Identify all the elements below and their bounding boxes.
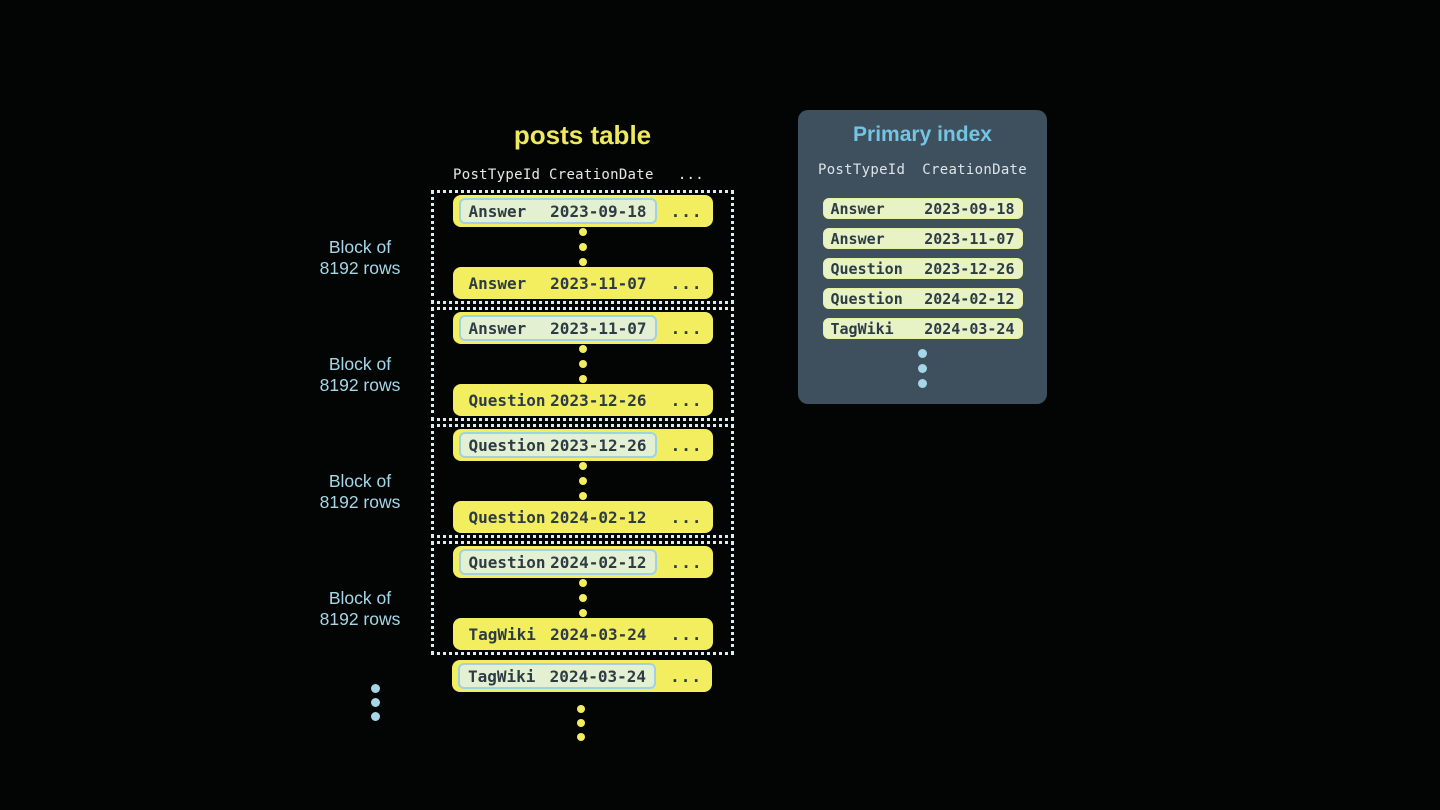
cell-posttypeid: TagWiki: [468, 624, 536, 644]
vertical-ellipsis-dots: [577, 705, 585, 741]
cell-creationdate: 2023-09-18: [924, 199, 1015, 218]
cell-posttypeid: Question: [468, 507, 546, 527]
posts-block-4: Question 2024-02-12 ... TagWiki 2024-03-…: [431, 541, 734, 655]
cell-creationdate: 2024-03-24: [549, 666, 646, 686]
row-highlight: Question 2023-12-26: [458, 432, 657, 458]
cell-posttypeid: Answer: [830, 229, 885, 248]
index-row: Question 2023-12-26: [822, 258, 1023, 279]
posts-table-column-headers: PostTypeId CreationDate ...: [431, 167, 734, 183]
cell-posttypeid: Answer: [468, 201, 527, 221]
column-header-ellipsis: ...: [677, 167, 704, 183]
more-blocks-ellipsis-dots: [371, 684, 380, 721]
cell-creationdate: 2024-03-24: [924, 319, 1015, 338]
row-content: Answer 2023-11-07: [459, 270, 657, 296]
row-content: Question 2023-12-26: [459, 387, 657, 413]
cell-posttypeid: Answer: [468, 318, 527, 338]
cell-creationdate: 2023-12-26: [550, 435, 647, 455]
primary-index-column-headers: PostTypeId CreationDate: [818, 162, 1027, 178]
cell-creationdate: 2023-11-07: [924, 229, 1015, 248]
block-label: Block of 8192 rows: [319, 471, 401, 512]
cell-posttypeid: TagWiki: [830, 319, 894, 338]
primary-index-rows: Answer 2023-09-18 Answer 2023-11-07 Ques…: [822, 198, 1023, 339]
vertical-ellipsis-dots: [578, 579, 587, 617]
cell-creationdate: 2023-11-07: [550, 318, 647, 338]
cell-posttypeid: Question: [468, 390, 546, 410]
row-content: TagWiki 2024-03-24: [459, 621, 657, 647]
posts-table-title: posts table: [513, 120, 652, 150]
posts-block-3: Question 2023-12-26 ... Question 2024-02…: [431, 424, 734, 538]
block-label: Block of 8192 rows: [319, 588, 401, 629]
row-highlight: Question 2024-02-12: [458, 549, 657, 575]
vertical-ellipsis-dots: [578, 462, 587, 500]
row-ellipsis: ...: [670, 201, 703, 221]
row-highlight: Answer 2023-09-18: [458, 198, 657, 224]
table-row: Question 2023-12-26 ...: [452, 429, 713, 461]
row-ellipsis: ...: [670, 624, 703, 644]
cell-creationdate: 2024-03-24: [550, 624, 647, 644]
table-row: Answer 2023-11-07 ...: [452, 312, 713, 344]
index-row: Question 2024-02-12: [822, 288, 1023, 309]
column-header-creationdate: CreationDate: [922, 162, 1028, 178]
vertical-ellipsis-dots: [578, 345, 587, 383]
index-row: TagWiki 2024-03-24: [822, 318, 1023, 339]
cell-creationdate: 2023-12-26: [924, 259, 1015, 278]
table-row: Question 2023-12-26 ...: [452, 384, 713, 416]
vertical-ellipsis-dots: [918, 349, 927, 388]
cell-creationdate: 2023-09-18: [550, 201, 647, 221]
block-label: Block of 8192 rows: [319, 237, 401, 278]
row-highlight: Answer 2023-11-07: [458, 315, 657, 341]
cell-posttypeid: Question: [468, 552, 546, 572]
index-row: Answer 2023-09-18: [822, 198, 1023, 219]
column-header-creationdate: CreationDate: [549, 167, 654, 183]
row-ellipsis: ...: [670, 273, 703, 293]
cell-posttypeid: Question: [830, 259, 903, 278]
cell-creationdate: 2023-11-07: [550, 273, 647, 293]
cell-posttypeid: Answer: [830, 199, 885, 218]
cell-posttypeid: Question: [830, 289, 903, 308]
table-row: Question 2024-02-12 ...: [452, 501, 713, 533]
cell-posttypeid: TagWiki: [468, 666, 536, 686]
column-header-posttypeid: PostTypeId: [453, 167, 541, 183]
table-row: Answer 2023-11-07 ...: [452, 267, 713, 299]
vertical-ellipsis-dots: [578, 228, 587, 266]
cell-creationdate: 2023-12-26: [550, 390, 647, 410]
row-ellipsis: ...: [670, 552, 703, 572]
row-content: Question 2024-02-12: [459, 504, 657, 530]
primary-index-panel: Primary index PostTypeId CreationDate An…: [798, 110, 1047, 404]
row-ellipsis: ...: [670, 666, 702, 686]
block-label: Block of 8192 rows: [319, 354, 401, 395]
cell-creationdate: 2024-02-12: [550, 552, 647, 572]
row-ellipsis: ...: [670, 318, 703, 338]
cell-posttypeid: Question: [468, 435, 546, 455]
posts-block-2: Answer 2023-11-07 ... Question 2023-12-2…: [431, 307, 734, 421]
primary-index-title: Primary index: [853, 123, 992, 146]
table-row: TagWiki 2024-03-24 ...: [452, 618, 713, 650]
row-ellipsis: ...: [670, 507, 703, 527]
row-ellipsis: ...: [670, 435, 703, 455]
cell-creationdate: 2024-02-12: [924, 289, 1015, 308]
posts-block-1: Answer 2023-09-18 ... Answer 2023-11-07 …: [431, 190, 734, 304]
cell-creationdate: 2024-02-12: [550, 507, 647, 527]
row-ellipsis: ...: [670, 390, 703, 410]
column-header-posttypeid: PostTypeId: [817, 162, 906, 178]
table-row: Answer 2023-09-18 ...: [452, 195, 713, 227]
table-row: Question 2024-02-12 ...: [452, 546, 713, 578]
row-highlight: TagWiki 2024-03-24: [458, 663, 656, 689]
table-row-overflow: TagWiki 2024-03-24 ...: [452, 660, 712, 692]
index-row: Answer 2023-11-07: [822, 228, 1023, 249]
cell-posttypeid: Answer: [468, 273, 527, 293]
